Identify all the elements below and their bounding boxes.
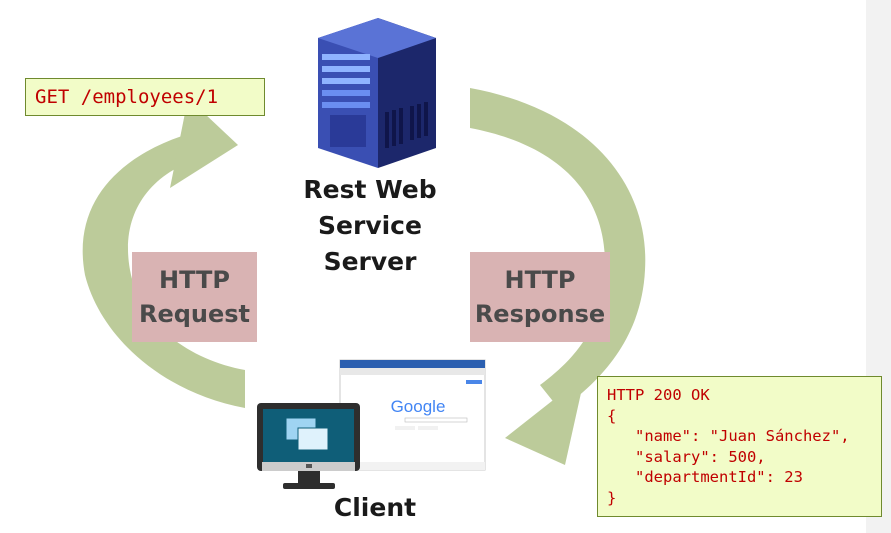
- client-caption: Client: [333, 493, 417, 522]
- response-line: HTTP 200 OK: [607, 386, 710, 404]
- http-response-label-line: Response: [474, 300, 606, 328]
- request-code: GET /employees/1: [35, 86, 219, 108]
- server-caption-line: Rest Web Service: [303, 175, 437, 240]
- request-cycle-arrow: [82, 98, 245, 408]
- http-response-label-line: HTTP: [504, 266, 576, 294]
- request-code-box: GET /employees/1: [25, 78, 265, 116]
- response-line: }: [607, 488, 617, 507]
- desktop-monitor-icon: [257, 403, 360, 489]
- request-arrowhead: [170, 98, 238, 188]
- http-request-label: HTTP Request: [132, 252, 257, 342]
- server-caption: Rest Web Service Server: [250, 172, 490, 280]
- server-tower-icon: [318, 18, 436, 168]
- http-request-label-line: HTTP: [159, 266, 230, 294]
- server-caption-line: Server: [323, 247, 417, 276]
- browser-brand-logo: Google: [391, 397, 446, 416]
- response-line: "departmentId": 23: [607, 468, 803, 487]
- http-response-label: HTTP Response: [470, 252, 610, 342]
- response-arrowhead: [505, 375, 585, 465]
- response-code-box: HTTP 200 OK { "name": "Juan Sánchez", "s…: [597, 376, 882, 517]
- response-line: "name": "Juan Sánchez",: [607, 427, 850, 446]
- response-line: "salary": 500,: [607, 447, 766, 466]
- response-line: {: [607, 406, 617, 425]
- http-request-label-line: Request: [138, 300, 251, 328]
- browser-window-icon: Google: [339, 359, 486, 471]
